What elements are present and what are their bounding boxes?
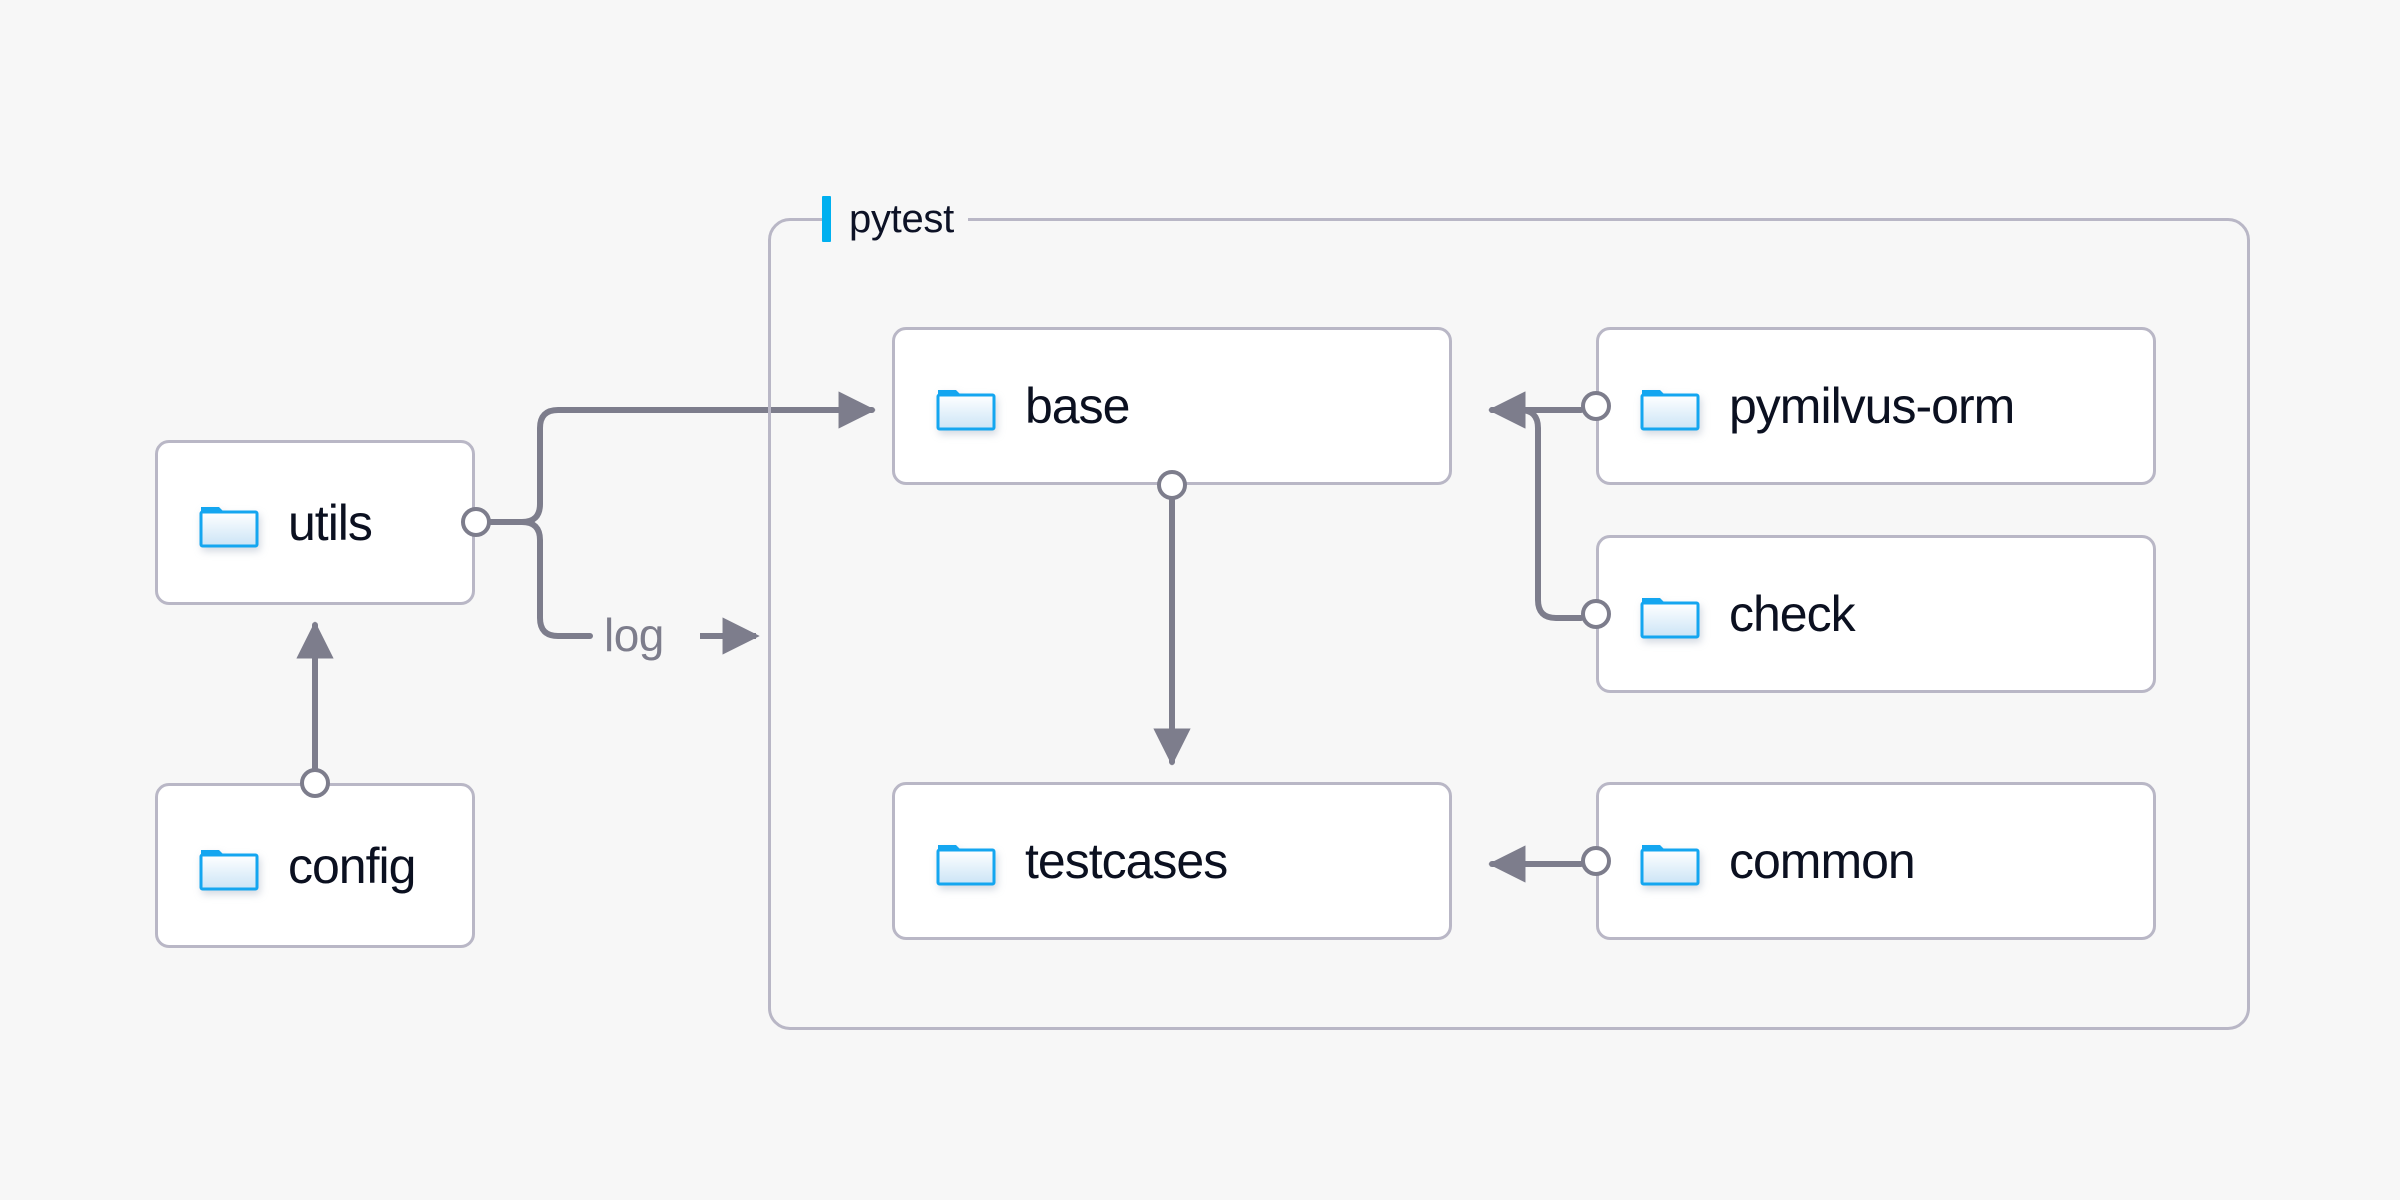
port-utils-right[interactable] [461, 507, 491, 537]
folder-icon [935, 380, 997, 432]
node-label: config [288, 837, 416, 894]
folder-icon [1639, 835, 1701, 887]
folder-icon [198, 840, 260, 892]
node-pymilvus-orm[interactable]: pymilvus-orm [1596, 327, 2156, 485]
folder-icon [935, 835, 997, 887]
node-label: check [1729, 586, 1856, 642]
node-testcases[interactable]: testcases [892, 782, 1452, 940]
folder-icon [1639, 380, 1701, 432]
accent-bar-icon [822, 196, 831, 242]
node-base[interactable]: base [892, 327, 1452, 485]
node-config[interactable]: config [155, 783, 475, 948]
port-config-top[interactable] [300, 768, 330, 798]
node-label: pymilvus-orm [1729, 378, 2015, 434]
port-check-left[interactable] [1581, 599, 1611, 629]
folder-icon [1639, 588, 1701, 640]
edge-label-log: log [604, 609, 664, 661]
node-label: testcases [1025, 833, 1228, 889]
node-label: common [1729, 833, 1916, 889]
group-title-text: pytest [849, 197, 954, 241]
port-common-left[interactable] [1581, 846, 1611, 876]
folder-icon [198, 497, 260, 549]
node-label: base [1025, 378, 1130, 434]
edge-utils-to-log [488, 519, 593, 639]
node-label: utils [288, 494, 373, 551]
pytest-group-container[interactable] [768, 218, 2250, 1030]
node-check[interactable]: check [1596, 535, 2156, 693]
node-common[interactable]: common [1596, 782, 2156, 940]
port-pymilvus-orm-left[interactable] [1581, 391, 1611, 421]
node-utils[interactable]: utils [155, 440, 475, 605]
pytest-group-label: pytest [822, 196, 968, 242]
port-base-bottom[interactable] [1157, 470, 1187, 500]
